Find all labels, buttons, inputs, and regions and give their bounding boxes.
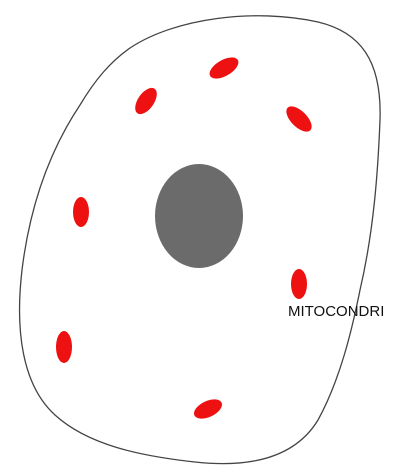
mitochondria-label: MITOCONDRI xyxy=(288,303,384,320)
mitochondrion xyxy=(56,331,72,363)
mitochondrion xyxy=(73,197,89,227)
nucleus xyxy=(155,164,243,268)
mitochondrion xyxy=(291,269,307,299)
